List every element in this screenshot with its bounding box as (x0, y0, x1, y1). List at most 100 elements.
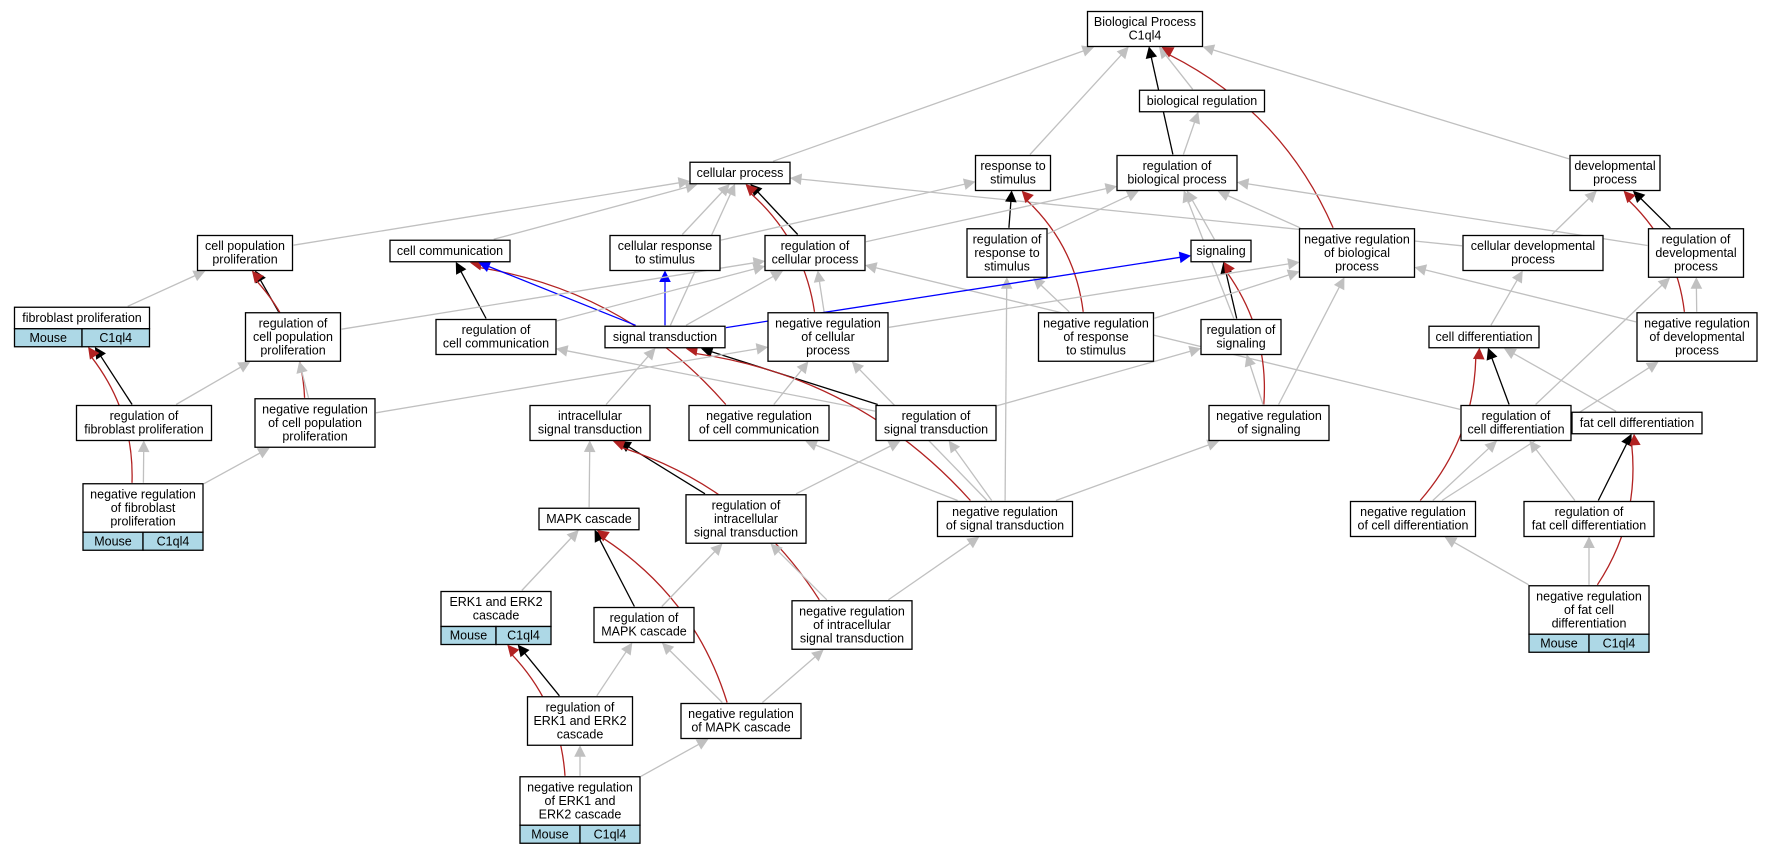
edge-is-a-cellpop-to-cellproc (293, 182, 680, 246)
arrowhead-icon (1125, 190, 1139, 202)
node-box (254, 398, 376, 448)
edge-is-a-negresp-to-regresp (1040, 284, 1070, 313)
node-box (593, 606, 695, 644)
node-label-line: regulation of (902, 409, 971, 423)
go-term-node-cellcomm[interactable]: cell communication (389, 239, 511, 263)
arrowhead-icon (256, 447, 270, 459)
edge-is-a-negcellpop-to-regcellpop (301, 371, 310, 398)
node-box (389, 239, 511, 263)
arrowhead-icon (851, 361, 865, 374)
edge-is-a-cellresp-to-resp (720, 183, 965, 241)
arrowhead-icon (88, 346, 100, 360)
node-label-line: regulation of (781, 239, 850, 253)
node-label-line: cell differentiation (1467, 423, 1564, 437)
node-label-line: negative regulation (1360, 505, 1466, 519)
node-label-line: regulation of (610, 611, 679, 625)
edge-is-a-regresp-to-regbio (1047, 195, 1129, 235)
edge-regulates-regcelldiff-to-celldiff (1491, 357, 1510, 405)
node-label-line: MAPK cascade (601, 625, 687, 639)
arrowhead-icon (555, 345, 569, 357)
edge-is-a-regbio-to-bioreg (1182, 121, 1196, 155)
node-box (1200, 318, 1282, 356)
go-term-node-celldiff[interactable]: cell differentiation (1428, 325, 1540, 349)
edge-is-a-negintra-to-regintra (777, 550, 828, 601)
node-label-line: signal transduction (538, 423, 642, 437)
go-term-node-fatdiff[interactable]: fat cell differentiation (1571, 411, 1703, 435)
node-box (196, 234, 294, 272)
node-box (767, 312, 889, 362)
go-term-node-sigtrans[interactable]: signal transduction (604, 325, 726, 349)
node-label-line: proliferation (212, 253, 277, 267)
arrowhead-icon (1486, 347, 1498, 361)
edge-is-a-cellcomm-to-cellproc (493, 186, 687, 240)
node-box (791, 600, 913, 650)
go-term-node-signaling[interactable]: signaling (1190, 239, 1252, 263)
arrowhead-icon (296, 361, 308, 374)
edge-regulates-regfat-to-fatdiff (1597, 443, 1628, 501)
edge-is-a-negsigtrans-to-negsig (1055, 444, 1209, 502)
go-term-node-bioreg[interactable]: biological regulation (1138, 89, 1266, 113)
node-label-line: ERK1 and ERK2 (533, 714, 626, 728)
arrowhead-icon (1632, 190, 1646, 204)
node-label-line: response to (980, 159, 1045, 173)
node-label-line: negative regulation (706, 409, 812, 423)
node-label-line: signaling (1216, 337, 1265, 351)
node-box (604, 325, 726, 349)
edge-is-a-regcelldiff-to-regdev (1535, 284, 1663, 405)
node-box (1571, 411, 1703, 435)
node-label-line: regulation of (1143, 159, 1212, 173)
edge-is-a-negsig-to-negbio (1278, 286, 1340, 405)
edge-is-a-intra-to-sigtrans (605, 355, 649, 405)
arrowhead-icon (724, 183, 736, 197)
arrowhead-icon (1081, 45, 1095, 57)
node-label-line: of cell population (268, 416, 362, 430)
arrowhead-icon (864, 262, 878, 274)
arrowhead-icon (710, 543, 723, 556)
node-label-line: regulation of (1555, 505, 1624, 519)
go-term-node-mapk[interactable]: MAPK cascade (538, 507, 640, 531)
go-term-node-cellproc[interactable]: cellular process (689, 161, 791, 185)
node-label-line: process (1675, 343, 1719, 357)
arrowhead-icon (755, 343, 769, 355)
arrowhead-icon (1621, 433, 1632, 447)
edge-is-a-negcomm-to-negcell (773, 369, 803, 405)
